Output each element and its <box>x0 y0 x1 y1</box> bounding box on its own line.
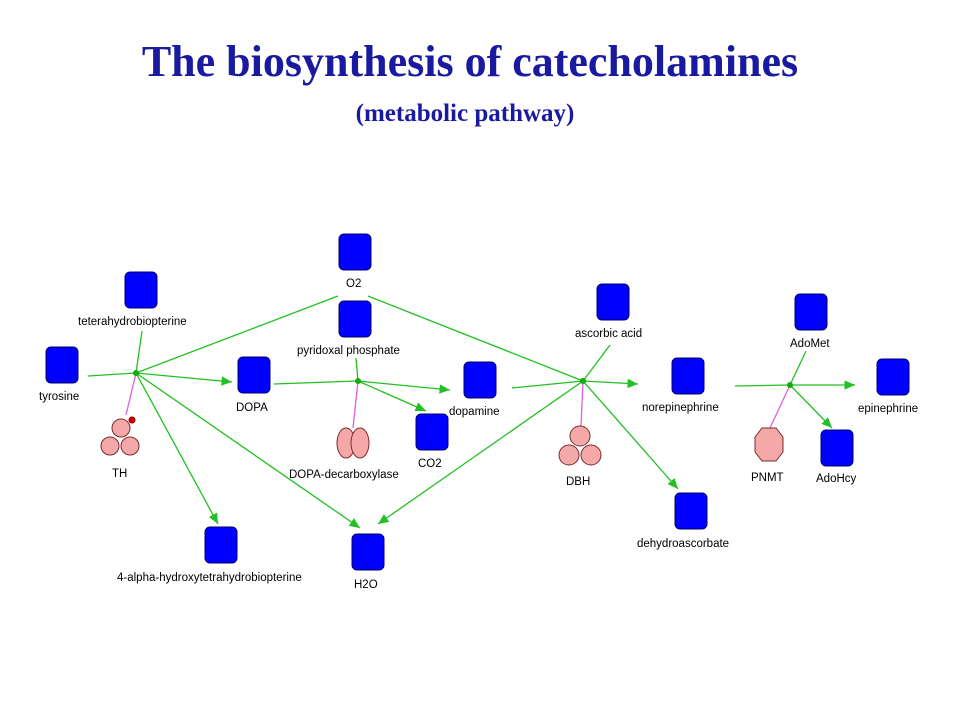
label-dopamine: dopamine <box>449 406 500 418</box>
edge-r2-dopamine <box>357 380 451 394</box>
edge-r1-h2o <box>135 372 361 529</box>
metabolite-norepinephrine[interactable] <box>671 357 705 395</box>
catalysis-edge-dopa-decarboxylase <box>352 380 359 429</box>
catalysis-edge-pnmt <box>769 384 791 429</box>
catalysis-edge-dbh <box>580 380 584 427</box>
metabolite-tetrahydrobiopterine[interactable] <box>124 271 158 309</box>
metabolite-epinephrine[interactable] <box>876 358 910 396</box>
edge-r3-norepinephrine <box>582 378 639 389</box>
edge-r2-co2 <box>357 380 427 412</box>
label-adomet: AdoMet <box>790 338 830 350</box>
edge-o2-r3 <box>367 295 584 382</box>
label-co2: CO2 <box>418 458 442 470</box>
edge-tetrahydrobiopterine-r1 <box>135 330 143 374</box>
edge-r4-adohcy <box>789 384 833 429</box>
metabolite-pyridoxal-phosphate[interactable] <box>338 300 372 338</box>
enzyme-nodes <box>100 416 784 466</box>
label-hydroxytetrahydrobiopterine: 4-alpha-hydroxytetrahydrobiopterine <box>117 572 302 584</box>
catalysis-edges <box>125 372 791 429</box>
edge-o2-r1 <box>135 295 339 374</box>
label-tyrosine: tyrosine <box>39 391 79 403</box>
label-adohcy: AdoHcy <box>816 473 857 485</box>
edge-dopa-r2 <box>273 380 359 385</box>
th-active-site-dot <box>128 416 136 424</box>
reaction-nodes <box>133 370 793 388</box>
edge-ascorbic-r3 <box>582 344 611 382</box>
enzyme-dopa-decarboxylase-shape[interactable] <box>336 427 370 459</box>
edge-pyridoxal-r2 <box>355 357 359 382</box>
page-title: The biosynthesis of catecholamines <box>141 37 799 86</box>
label-norepinephrine: norepinephrine <box>642 402 719 414</box>
label-pnmt: PNMT <box>751 472 784 484</box>
catalysis-edge-th <box>125 372 137 416</box>
label-dehydroascorbate: dehydroascorbate <box>637 538 729 550</box>
reaction-edges <box>87 295 855 529</box>
metabolite-adomet[interactable] <box>794 293 828 331</box>
label-o2: O2 <box>346 278 361 290</box>
metabolite-dopamine[interactable] <box>463 361 497 399</box>
page-subtitle: (metabolic pathway) <box>355 100 575 127</box>
reaction-node-dbh[interactable] <box>580 378 586 384</box>
label-tetrahydrobiopterine: teterahydrobiopterine <box>78 316 187 328</box>
metabolite-co2[interactable] <box>415 413 449 451</box>
edge-r1-hydroxytetrahydrobiopterine <box>135 372 219 525</box>
labels: teterahydrobiopterine tyrosine O2 pyrido… <box>39 278 918 591</box>
metabolite-nodes <box>45 233 910 571</box>
reaction-node-th[interactable] <box>133 370 139 376</box>
metabolite-dehydroascorbate[interactable] <box>674 492 708 530</box>
edge-r3-h2o <box>377 380 584 525</box>
metabolite-adohcy[interactable] <box>820 429 854 467</box>
label-pyridoxal-phosphate: pyridoxal phosphate <box>297 345 400 357</box>
reaction-node-pnmt[interactable] <box>787 382 793 388</box>
reaction-node-dopa-decarboxylase[interactable] <box>355 378 361 384</box>
label-th: TH <box>112 468 127 480</box>
label-dopa: DOPA <box>236 402 268 414</box>
metabolite-ascorbic-acid[interactable] <box>596 283 630 321</box>
enzyme-dbh-shape[interactable] <box>558 425 602 466</box>
metabolite-h2o[interactable] <box>351 533 385 571</box>
metabolite-tyrosine[interactable] <box>45 346 79 384</box>
enzyme-pnmt-shape[interactable] <box>754 427 784 462</box>
edge-tyrosine-r1 <box>87 372 137 377</box>
edge-r3-dehydroascorbate <box>582 380 679 490</box>
label-h2o: H2O <box>354 579 378 591</box>
edge-adomet-r4 <box>789 350 807 386</box>
metabolite-dopa[interactable] <box>237 356 271 394</box>
edge-norepinephrine-r4 <box>734 384 791 387</box>
edge-dopamine-r3 <box>511 380 584 389</box>
edge-r1-dopa <box>135 372 233 386</box>
label-dopa-decarboxylase: DOPA-decarboxylase <box>289 469 399 481</box>
label-ascorbic-acid: ascorbic acid <box>575 328 642 340</box>
metabolite-o2[interactable] <box>338 233 372 271</box>
label-dbh: DBH <box>566 476 590 488</box>
metabolite-hydroxytetrahydrobiopterine[interactable] <box>204 526 238 564</box>
label-epinephrine: epinephrine <box>858 403 918 415</box>
enzyme-th-shape[interactable] <box>100 416 140 456</box>
